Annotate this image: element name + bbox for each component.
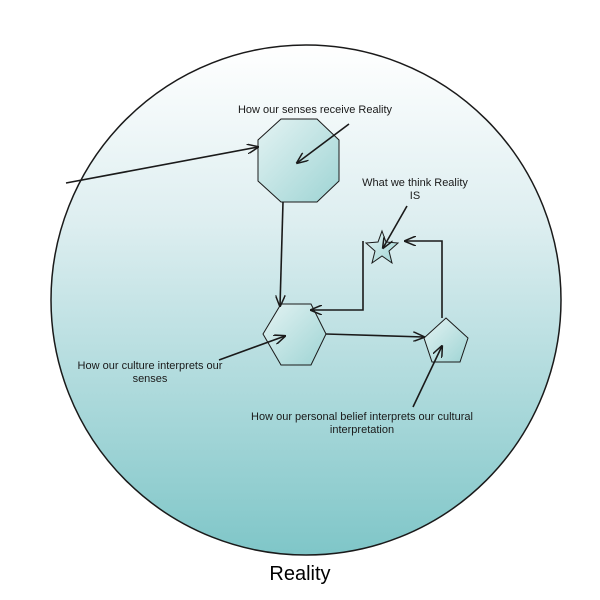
belief-to-think-arrow [405, 241, 443, 318]
belief-label: How our personal belief interprets our c… [251, 411, 473, 436]
think-label: What we think Reality IS [362, 177, 468, 202]
belief-label-pointer [412, 346, 442, 408]
culture-label: How our culture interprets our senses [77, 360, 223, 385]
culture-label-pointer [218, 336, 285, 361]
senses-to-culture-arrow [280, 201, 283, 306]
senses-octagon [257, 118, 340, 203]
reality-circle [50, 44, 562, 556]
think-label-pointer [383, 205, 408, 248]
culture-to-belief-arrow [325, 334, 424, 337]
senses-label: How our senses receive Reality [237, 104, 393, 116]
think-to-culture-arrow [311, 241, 364, 310]
reality-to-senses-arrow [65, 147, 258, 184]
senses-label-pointer [297, 123, 350, 163]
culture-hexagon [262, 303, 327, 366]
reality-label: Reality [269, 563, 331, 585]
